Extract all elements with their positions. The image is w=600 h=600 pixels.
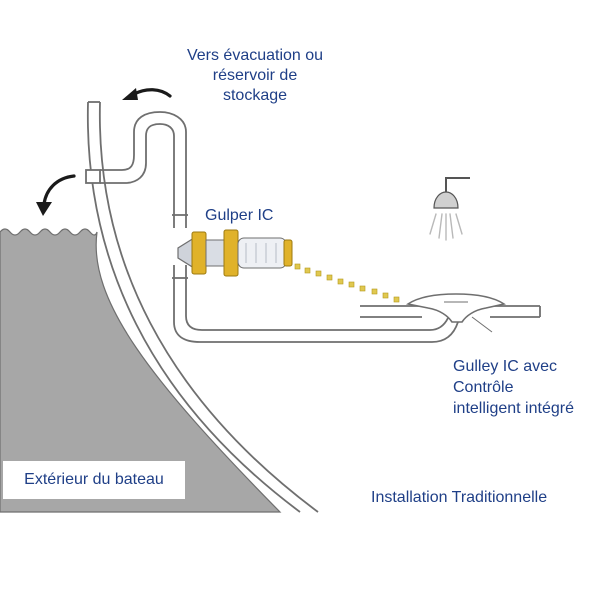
water-droplet-icon: [429, 213, 463, 241]
shower-head-icon: [429, 177, 470, 241]
flow-arrow-icon: [122, 88, 172, 100]
gulley-ic-label: Gulley IC avec Contrôle intelligent inté…: [453, 358, 574, 417]
outside-water: [0, 228, 282, 513]
outlet-pipe: [85, 111, 187, 228]
sensor-beam: [294, 263, 400, 303]
flow-arrow-icon: [36, 174, 76, 216]
boat-hull: [86, 101, 319, 513]
gulper-ic-label: Gulper IC: [205, 207, 274, 224]
evacuation-label: Vers évacuation ou réservoir de stockage: [186, 47, 324, 104]
gulley-ic-drain: [405, 293, 507, 333]
gulper-ic-pump: [177, 229, 293, 277]
boat-exterior-label: Extérieur du bateau: [3, 461, 185, 499]
inlet-pipe: [172, 214, 459, 343]
installation-caption: Installation Traditionnelle: [371, 489, 548, 506]
